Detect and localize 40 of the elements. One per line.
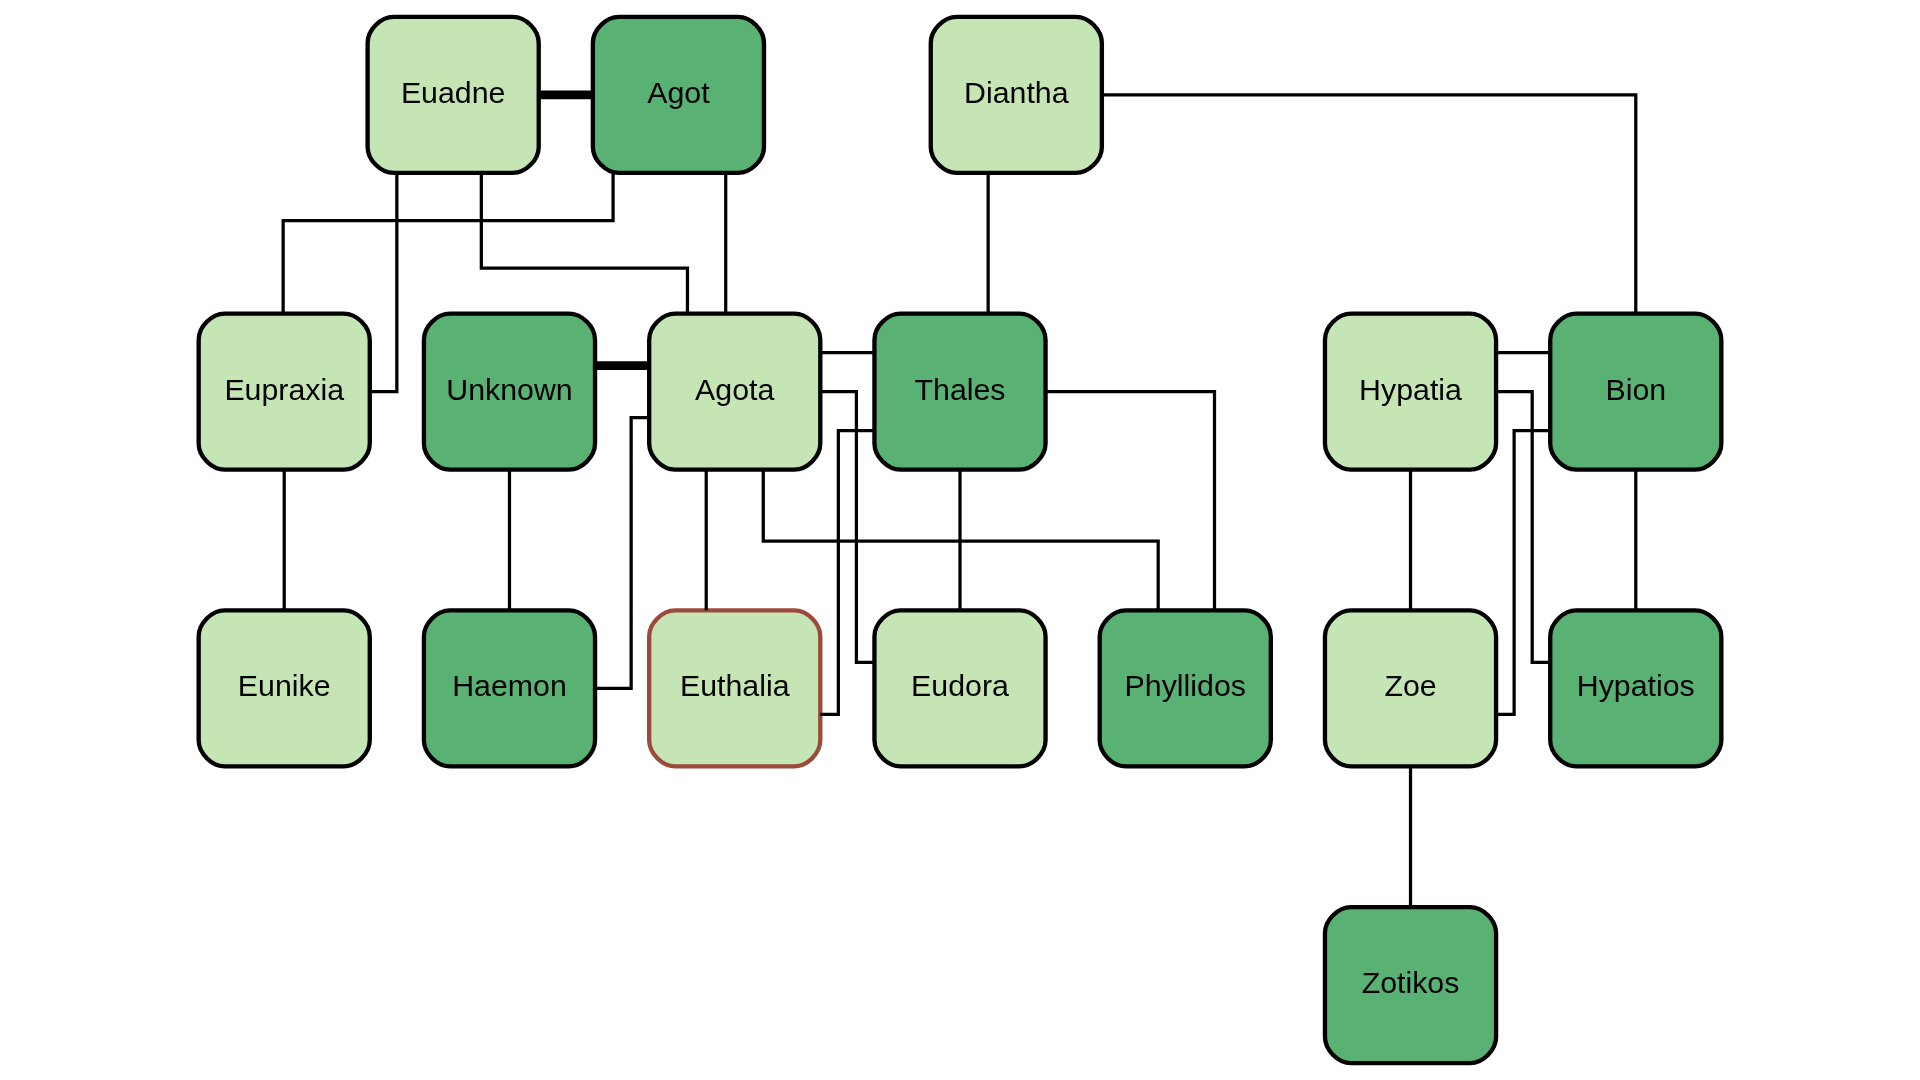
- connector: [1046, 390, 1217, 610]
- connector: [1496, 429, 1550, 716]
- connector: [538, 90, 593, 100]
- node-box: Hypatia: [1322, 311, 1499, 472]
- node-box: Euthalia: [647, 608, 823, 769]
- connector: [820, 390, 875, 664]
- connector: [281, 173, 615, 314]
- connector: [761, 469, 1160, 610]
- connector: [724, 173, 728, 314]
- connector: [595, 361, 650, 370]
- node-box: Diantha: [928, 14, 1105, 176]
- connector: [986, 173, 990, 314]
- connector: [820, 351, 875, 355]
- connector: [1496, 390, 1551, 664]
- node-box: Bion: [1548, 311, 1724, 472]
- connector: [1496, 351, 1551, 355]
- connector: [820, 429, 875, 716]
- node-box: Agot: [590, 14, 767, 176]
- node-box: Eudora: [872, 608, 1048, 769]
- node-box: Zotikos: [1322, 904, 1499, 1066]
- node-box: Thales: [872, 311, 1048, 472]
- connector: [1634, 470, 1638, 611]
- node-box: Haemon: [421, 608, 598, 769]
- connector: [1408, 470, 1413, 611]
- connector: [1408, 767, 1413, 907]
- node-box: Unknown: [421, 311, 598, 472]
- connector: [1102, 93, 1638, 313]
- connector: [507, 470, 512, 611]
- node-box: Euadne: [365, 14, 541, 176]
- connector: [595, 416, 650, 690]
- node-box: Agota: [647, 311, 823, 472]
- node-box: Phyllidos: [1097, 608, 1273, 769]
- connector: [282, 470, 286, 611]
- node-box: Hypatios: [1548, 608, 1724, 769]
- connector: [479, 173, 690, 314]
- node-box: Eupraxia: [196, 311, 372, 472]
- node-box: Zoe: [1322, 608, 1499, 769]
- connector: [704, 470, 708, 611]
- connector: [958, 470, 962, 611]
- node-box: Eunike: [196, 608, 372, 769]
